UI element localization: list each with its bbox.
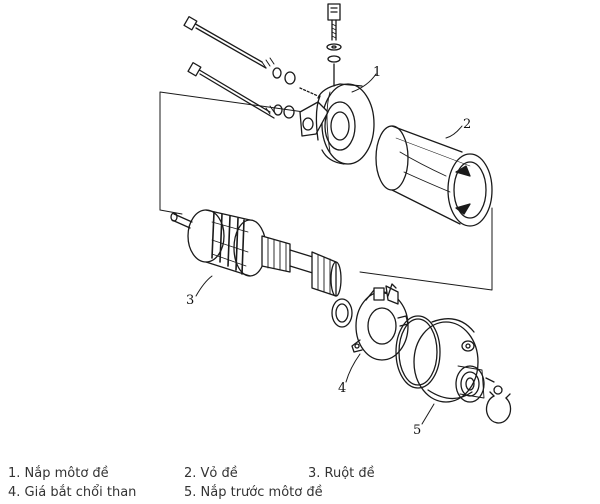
part-5-front-cover bbox=[413, 318, 503, 403]
callout-2: 2 bbox=[463, 117, 471, 132]
legend-item-5: 5. Nắp trước môtơ đề bbox=[184, 485, 323, 500]
ring-washer bbox=[331, 298, 353, 328]
top-screw bbox=[326, 3, 342, 87]
part-1-rear-cover bbox=[299, 83, 375, 165]
legend-item-1: 1. Nắp môtơ đề bbox=[8, 466, 109, 481]
leader-lines bbox=[195, 73, 463, 425]
through-bolts bbox=[183, 16, 275, 119]
callout-4: 4 bbox=[338, 381, 346, 396]
legend-item-3: 3. Ruột đề bbox=[308, 466, 375, 481]
callout-5: 5 bbox=[413, 423, 421, 438]
legend-item-4: 4. Giá bắt chổi than bbox=[8, 485, 137, 500]
callout-1: 1 bbox=[373, 65, 381, 80]
starter-motor-exploded-diagram: 1 2 3 4 5 bbox=[159, 3, 512, 438]
bolt-washers bbox=[272, 67, 319, 119]
callout-3: 3 bbox=[186, 293, 194, 308]
part-2-housing bbox=[375, 125, 493, 227]
legend-item-2: 2. Vỏ đề bbox=[184, 466, 238, 481]
o-ring bbox=[395, 315, 441, 389]
assembly-guide-lines bbox=[159, 91, 493, 291]
snap-ring bbox=[485, 391, 512, 424]
part-3-armature bbox=[170, 209, 342, 297]
